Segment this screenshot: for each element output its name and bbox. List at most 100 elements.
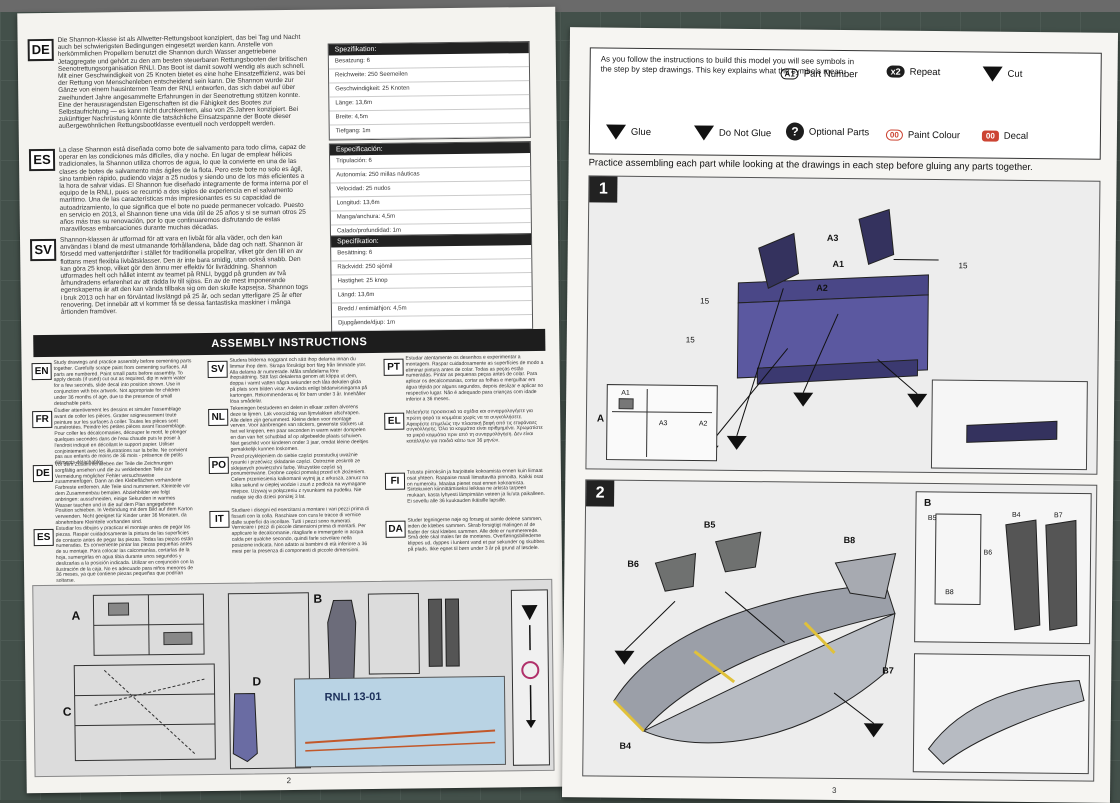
part-label-a1: A1 <box>833 259 845 269</box>
legend-label: Glue <box>631 127 651 138</box>
lang-code: NL <box>208 409 228 426</box>
instr-text: Estudiar los dibujos y practicar el mont… <box>56 525 195 585</box>
intro-text: La clase Shannon está diseñada como bote… <box>59 144 310 233</box>
lang-code: PO <box>209 457 229 474</box>
page-number-left: 2 <box>287 776 292 785</box>
legend-label: Repeat <box>910 66 941 77</box>
legend-label: Decal <box>1004 131 1028 142</box>
parts-sprue-panel: A B C D RNLI 13-01 <box>32 579 554 777</box>
instr-text: Étudier attentivement les dessins et sim… <box>54 407 193 467</box>
instr-text: Studera bilderna noggrant och sätt ihop … <box>229 357 368 405</box>
legend-glue: Glue <box>606 125 651 140</box>
part-label-b8: B8 <box>844 535 856 545</box>
lang-code: EL <box>384 413 404 430</box>
finished-hull-preview <box>913 654 1089 774</box>
lang-code: FR <box>32 411 52 428</box>
sprue-d-drawing <box>233 693 258 761</box>
lang-code: SV <box>30 239 56 261</box>
part-label-b7: B7 <box>882 665 894 675</box>
right-page: As you follow the instructions to build … <box>562 27 1118 803</box>
decal-icon: 00 <box>982 130 999 141</box>
instr-en: EN Study drawings and practice assembly … <box>32 361 192 363</box>
sprue-a-drawing <box>93 594 204 655</box>
instr-pt: PT Estudar atentamente os desenhos e exp… <box>384 357 544 359</box>
assembly-instructions-header: ASSEMBLY INSTRUCTIONS <box>33 329 545 357</box>
decal-sheet <box>294 676 505 767</box>
lang-code: EN <box>32 363 52 380</box>
paint-icon: 00 <box>886 129 903 140</box>
instr-it: IT Studiare i disegni ed esercitarsi a m… <box>209 509 369 511</box>
instr-text: Tekeningen bestuderen en delen in elkaar… <box>230 405 369 453</box>
intro-text: Die Shannon-Klasse ist als Allwetter-Ret… <box>58 34 309 131</box>
legend-part-number: A1 Part Number <box>781 68 858 80</box>
instr-text: Przed przyklejeniem do siebie części prz… <box>231 453 370 501</box>
left-page: DE Die Shannon-Klasse ist als Allwetter-… <box>17 7 564 794</box>
instr-po: PO Przed przyklejeniem do siebie części … <box>209 455 369 457</box>
instr-text: Studer tegningerne nøje og forsøg at sam… <box>407 517 545 553</box>
instr-text: Estudar atentamente os desenhos e experi… <box>405 355 544 403</box>
lang-code: DA <box>385 521 405 538</box>
spec-box-de: Spezifikation: Besatzung: 6 Reichweite: … <box>328 41 531 140</box>
sprue-inset-label: A <box>597 413 604 424</box>
sprue-part-a3: A3 <box>659 420 668 427</box>
legend-label: Do Not Glue <box>719 128 771 140</box>
instr-text: Study drawings and practice assembly bef… <box>54 359 193 407</box>
intro-de: DE Die Shannon-Klasse ist als Allwetter-… <box>28 36 318 40</box>
legend-label: Optional Parts <box>809 126 869 138</box>
instr-fi: FI Tutustu piirroksiin ja harjoittele ko… <box>385 471 545 473</box>
spec-row: Tiefgang: 1m <box>330 123 530 139</box>
step-2-panel: 2 <box>582 479 1097 781</box>
instr-fr: FR Étudier attentivement les dessins et … <box>32 409 192 411</box>
sprue-part-a1: A1 <box>621 390 630 397</box>
instr-es: ES Estudiar los dibujos y practicar el m… <box>34 527 194 529</box>
step-1-panel: 1 <box>585 175 1100 474</box>
sprue-part-a2: A2 <box>699 421 708 428</box>
assembled-frame-preview <box>931 380 1087 470</box>
glue-icon <box>699 392 928 462</box>
lang-code: DE <box>33 465 53 482</box>
sprue-b-inset <box>915 492 1092 644</box>
part-label-b5: B5 <box>704 520 716 530</box>
spec-box-es: Especificación: Tripulación: 6 Autonomía… <box>329 141 532 240</box>
sprue-inset-label: B <box>924 498 931 509</box>
legend-label: Paint Colour <box>908 130 960 142</box>
legend-label: Cut <box>1008 69 1023 80</box>
instr-sv: SV Studera bilderna noggrant och sätt ih… <box>208 359 368 361</box>
repeat-icon: x2 <box>887 65 905 77</box>
question-icon: ? <box>786 122 804 140</box>
legend-repeat: x2 Repeat <box>887 65 941 78</box>
paint-ref-2: 15 <box>700 297 710 306</box>
instr-text: Tutustu piirroksiin ja harjoittele kokoa… <box>407 469 545 505</box>
sprue-label-b: B <box>313 592 322 606</box>
part-label-b6: B6 <box>627 559 639 569</box>
tool-symbols <box>511 590 549 765</box>
sprue-label-d: D <box>252 674 261 688</box>
hull-drawing <box>614 531 896 745</box>
lang-code: FI <box>385 473 405 490</box>
instr-nl: NL Tekeningen bestuderen en delen in elk… <box>208 407 368 409</box>
sprue-part-b6: B6 <box>984 550 993 557</box>
sprue-label-c: C <box>63 705 72 719</box>
legend-paint-colour: 00 Paint Colour <box>886 129 960 141</box>
intro-es: ES La clase Shannon está diseñada como b… <box>29 146 319 150</box>
sprue-part-b8: B8 <box>945 589 954 596</box>
instr-da: DA Studer tegningerne nøje og forsøg at … <box>385 519 545 521</box>
paint-ref-3: 15 <box>686 335 696 344</box>
sprue-c-drawing <box>74 664 215 761</box>
lang-code: ES <box>29 149 55 171</box>
top-edge-shelf <box>0 0 1120 12</box>
instr-el: EL Μελετήστε προσεκτικά τα σχέδια και συ… <box>384 411 544 413</box>
sprue-part-b4: B4 <box>1012 512 1021 519</box>
sprue-part-b7: B7 <box>1054 512 1063 519</box>
page-number-right: 3 <box>832 786 837 795</box>
legend-decal: 00 Decal <box>982 130 1028 141</box>
symbol-legend: As you follow the instructions to build … <box>589 47 1102 159</box>
lang-code: ES <box>34 529 54 546</box>
legend-do-not-glue: Do Not Glue <box>694 125 771 141</box>
do-not-glue-icon <box>694 125 714 140</box>
cut-icon <box>983 66 1003 81</box>
decal-text: RNLI 13-01 <box>325 691 382 704</box>
instr-text: Vor dem Zusammenkleben der Teile die Zei… <box>55 461 194 526</box>
lang-code: DE <box>28 39 54 61</box>
intro-text: Shannon-klassen är utformad för att vara… <box>60 234 311 316</box>
